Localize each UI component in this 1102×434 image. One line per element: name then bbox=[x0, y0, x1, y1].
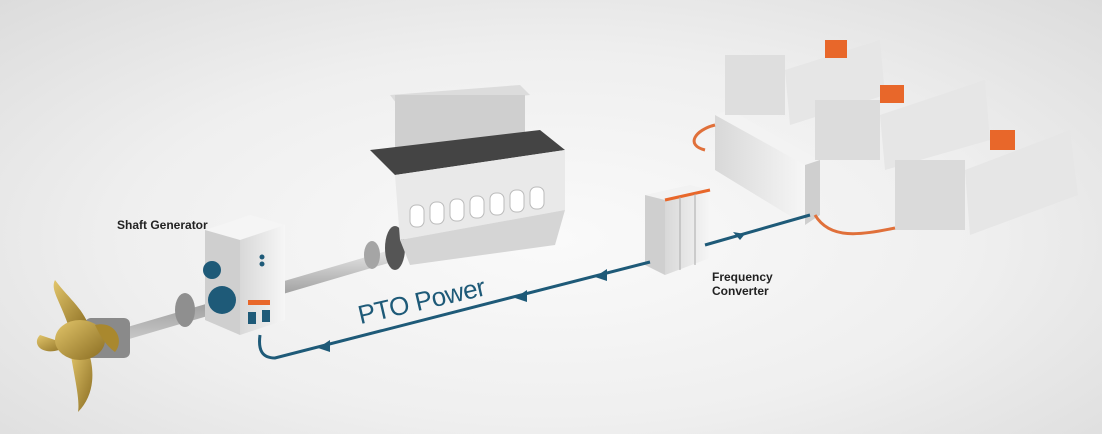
cable-arrows bbox=[318, 232, 745, 352]
frequency-converter bbox=[645, 185, 711, 275]
arrow-icon bbox=[733, 232, 745, 240]
frequency-converter-label-line1: Frequency bbox=[712, 270, 773, 284]
pto-power-cable bbox=[258, 213, 811, 360]
main-engine bbox=[370, 85, 565, 265]
genset-1 bbox=[725, 40, 885, 125]
frequency-converter-label-line2: Converter bbox=[712, 284, 769, 298]
shaft-generator-label: Shaft Generator bbox=[117, 218, 208, 232]
genset-3 bbox=[895, 130, 1078, 235]
arrow-icon bbox=[515, 290, 527, 302]
switchboard bbox=[715, 110, 820, 225]
arrow-icon bbox=[318, 340, 330, 352]
propeller bbox=[36, 280, 119, 412]
genset-2 bbox=[815, 80, 990, 170]
generator-sets bbox=[725, 40, 1078, 235]
frequency-converter-label: Frequency Converter bbox=[712, 270, 773, 298]
arrow-icon bbox=[595, 269, 607, 281]
shaft-generator bbox=[203, 215, 285, 335]
genset-cable bbox=[692, 123, 896, 236]
